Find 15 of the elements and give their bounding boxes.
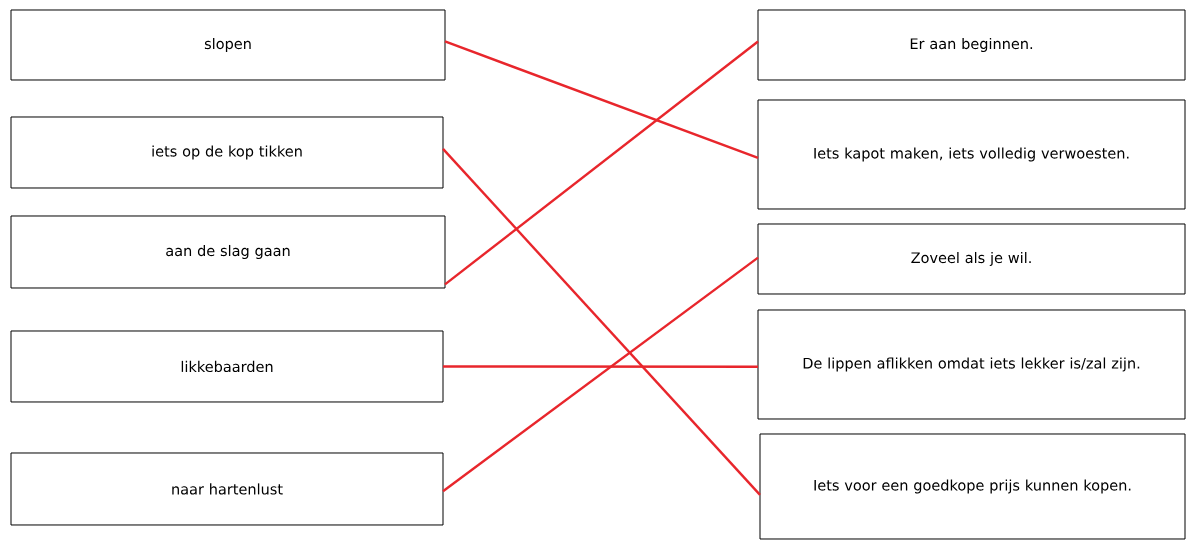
- connector-line: [442, 148, 761, 496]
- connector-line: [444, 40, 759, 286]
- connector-line: [442, 256, 759, 493]
- text-box: naar hartenlust: [10, 452, 444, 526]
- text-box: slopen: [10, 9, 446, 81]
- text-box: De lippen aflikken omdat iets lekker is/zal zijn.: [757, 309, 1186, 420]
- text-box: Iets voor een goedkope prijs kunnen kopen.: [759, 433, 1186, 540]
- text-box: Er aan beginnen.: [757, 9, 1186, 81]
- connector-line: [444, 40, 759, 159]
- text-box: iets op de kop tikken: [10, 116, 444, 189]
- connector-line: [443, 365, 758, 368]
- text-box: likkebaarden: [10, 330, 444, 403]
- text-box: Iets kapot maken, iets volledig verwoesten.: [757, 99, 1186, 210]
- text-box: Zoveel als je wil.: [757, 223, 1186, 295]
- text-box: aan de slag gaan: [10, 215, 446, 289]
